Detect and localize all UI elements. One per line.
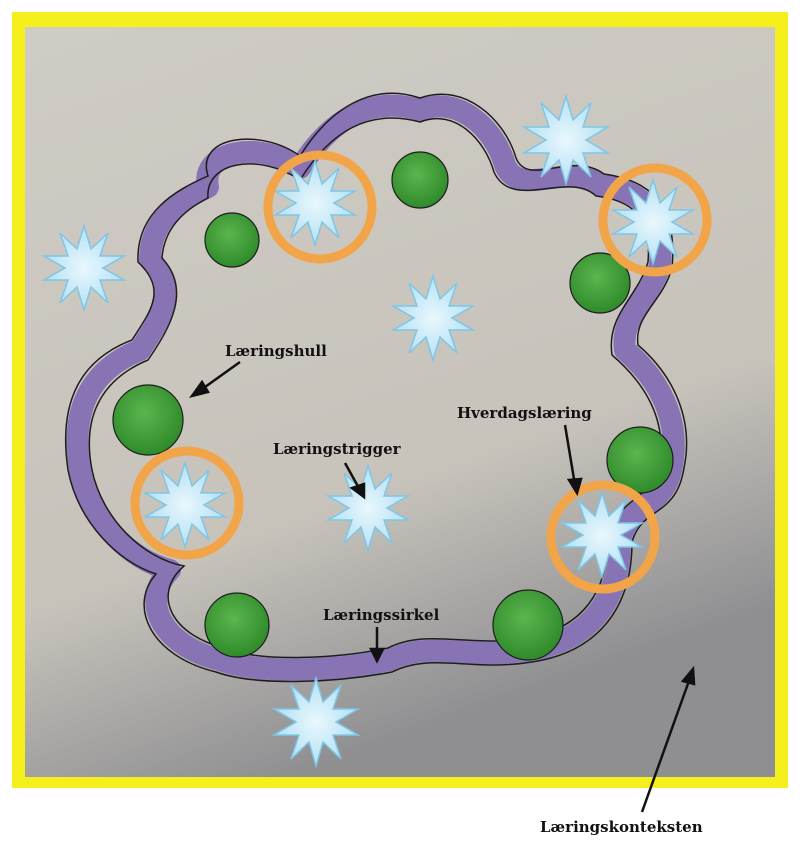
green-dot-icon: [392, 152, 448, 208]
green-dot-icon: [493, 590, 563, 660]
green-dot-icon: [113, 385, 183, 455]
label-everyday-learning: Hverdagslæring: [457, 406, 592, 421]
label-learning-trigger: Læringstrigger: [273, 442, 401, 457]
label-learning-circle: Læringssirkel: [323, 608, 439, 623]
label-learning-hole: Læringshull: [225, 344, 327, 359]
green-dot-icon: [205, 593, 269, 657]
label-learning-context: Læringskonteksten: [540, 820, 703, 835]
green-dot-icon: [205, 213, 259, 267]
